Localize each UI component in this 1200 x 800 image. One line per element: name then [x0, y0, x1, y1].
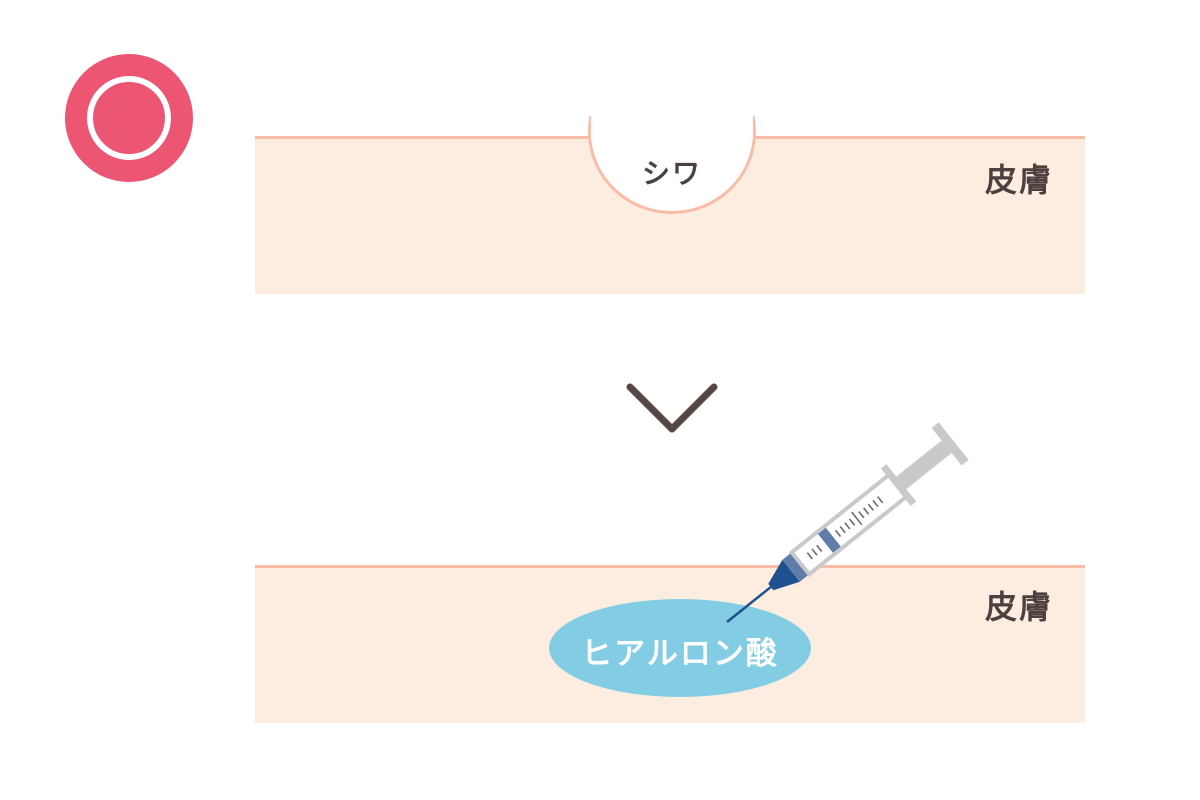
wrinkle-label: シワ — [641, 157, 702, 190]
skin-label-after: 皮膚 — [985, 588, 1054, 626]
wrinkle-dip — [588, 116, 756, 214]
hyaluronic-acid-label: ヒアルロン酸 — [581, 636, 779, 672]
correct-badge-icon — [65, 54, 193, 182]
skin-label-before: 皮膚 — [985, 161, 1054, 199]
hyaluronic-acid-blob — [549, 599, 811, 697]
chevron-down-icon — [626, 383, 718, 433]
circle-ring — [87, 76, 171, 160]
